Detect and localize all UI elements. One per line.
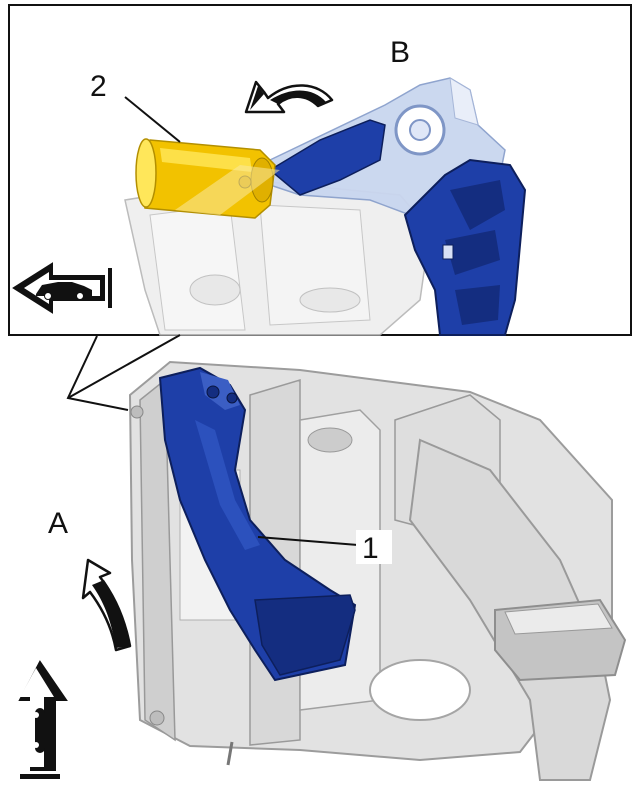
callout-label-bg-1 <box>356 530 392 564</box>
view-label-b: B <box>390 36 410 69</box>
view-label-a: A <box>48 507 68 540</box>
brake-pedal-arm <box>408 438 627 781</box>
bottom-view: 1 A <box>18 360 627 781</box>
callout-line-2 <box>124 96 181 143</box>
ghost-housing <box>124 179 431 336</box>
blue-pedal-part-1 <box>158 366 357 682</box>
detail-pointer-lines-2 <box>67 334 181 399</box>
callout-label-2: 2 <box>90 70 107 103</box>
detail-view-b: 2 B <box>8 4 632 336</box>
vehicle-direction-left-icon <box>12 262 112 314</box>
detail-pointer-lines <box>66 335 129 411</box>
yellow-tool-part-2 <box>135 138 280 219</box>
rotate-up-arrow-icon <box>81 558 132 652</box>
blue-pedal-upper <box>268 119 527 336</box>
rotate-counterclockwise-arrow-icon <box>244 80 334 114</box>
vehicle-direction-up-icon <box>18 660 68 779</box>
callout-line-1 <box>257 536 359 546</box>
callout-label-1: 1 <box>362 532 379 565</box>
